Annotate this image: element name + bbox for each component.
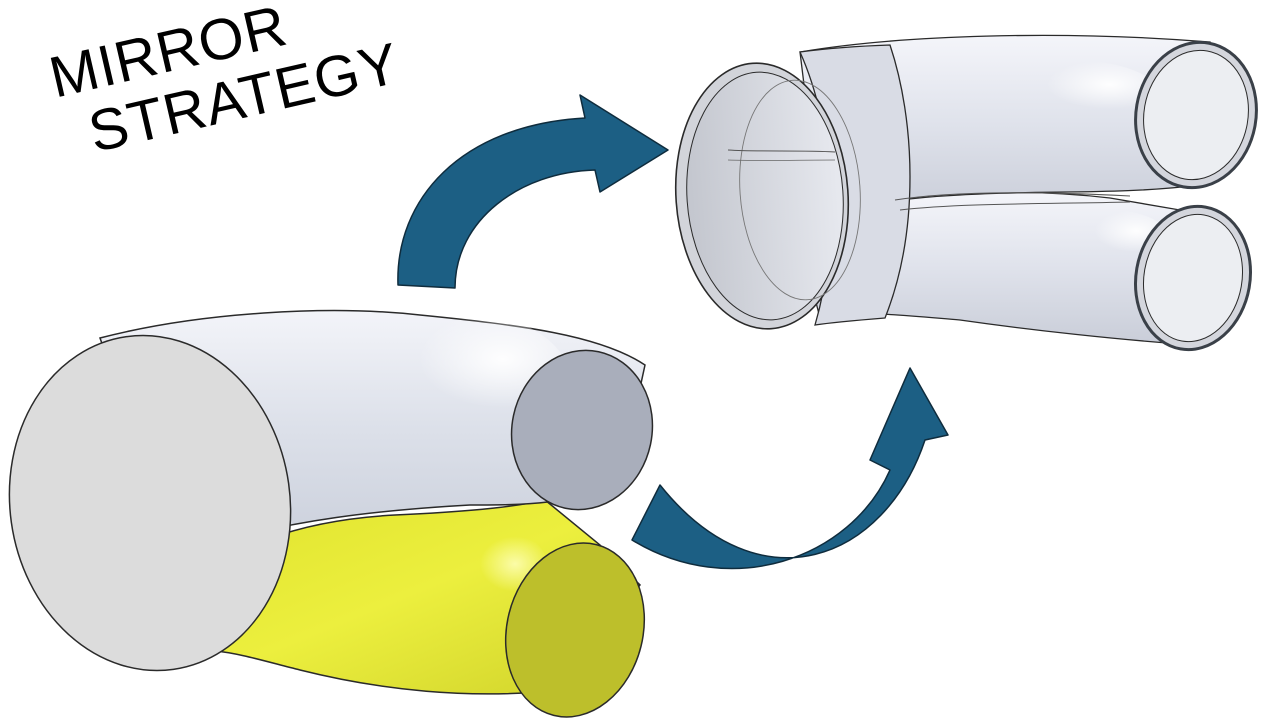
large-circular-face: [8, 334, 292, 672]
curved-arrow-icon: [397, 94, 669, 289]
split-seam-line: [899, 201, 1131, 211]
curved-arrow-icon: [631, 367, 949, 570]
hollow-pipe-model: [674, 34, 1258, 352]
inlet-opening-inner: [686, 71, 844, 321]
solid-elbow-model: [8, 309, 654, 718]
gray-end-cap: [510, 349, 654, 511]
split-seam-line: [894, 192, 1131, 201]
yellow-end-cap: [504, 542, 646, 718]
